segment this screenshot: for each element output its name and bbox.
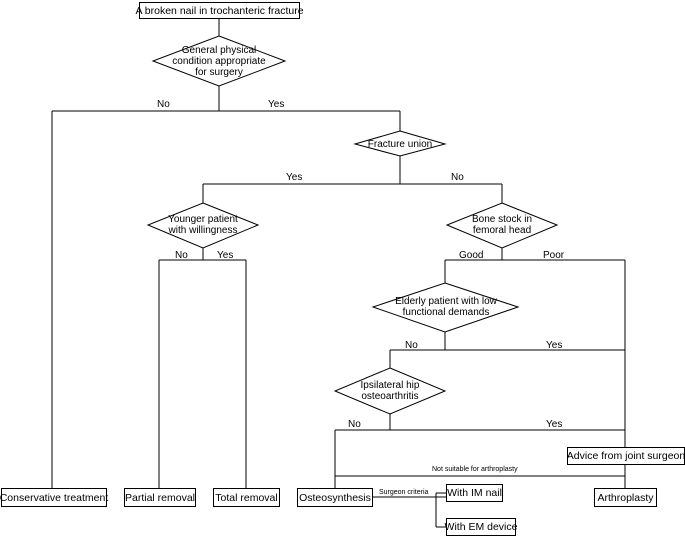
- label-good-bone: Good: [459, 250, 484, 261]
- label-poor-bone: Poor: [543, 250, 565, 261]
- osteosynthesis-node: Osteosynthesis: [297, 488, 373, 507]
- label-no-oa: No: [348, 419, 361, 430]
- label-no-union: No: [451, 172, 464, 183]
- advice-joint-surgeon-node: Advice from joint surgeon: [567, 447, 685, 465]
- label-yes-younger: Yes: [217, 250, 234, 261]
- decision-younger-patient-shape: [146, 202, 260, 249]
- younger-patient-text: Younger patient with willingness: [168, 214, 238, 236]
- label-surgeon-criteria: Surgeon criteria: [379, 489, 429, 496]
- total-removal-node: Total removal: [213, 488, 280, 507]
- label-yes-union: Yes: [286, 172, 303, 183]
- decision-elderly-patient-shape: [371, 282, 520, 333]
- decision-bone-stock-shape: [445, 202, 559, 249]
- decision-ipsilateral-oa-shape: [333, 367, 447, 415]
- label-not-suitable: Not suitable for arthroplasty: [432, 466, 518, 473]
- label-yes-elderly: Yes: [546, 340, 563, 351]
- label-yes-oa: Yes: [546, 419, 563, 430]
- start-node: A broken nail in trochanteric fracture: [135, 2, 304, 19]
- label-no-physical: No: [157, 99, 170, 110]
- label-yes-physical: Yes: [268, 99, 285, 110]
- arthroplasty-node: Arthroplasty: [594, 488, 657, 507]
- physical-condition-text: General physical condition appropriate f…: [172, 44, 266, 78]
- ipsilateral-oa-text: Ipsilateral hip osteoarthritis: [360, 380, 420, 402]
- em-device-node: With EM device: [445, 518, 517, 536]
- partial-removal-node: Partial removal: [124, 488, 196, 507]
- decision-physical-condition-shape: [151, 35, 287, 87]
- label-no-younger: No: [175, 250, 188, 261]
- im-nail-node: With IM nail: [446, 484, 503, 502]
- decision-fracture-union-shape: [353, 130, 447, 157]
- bone-stock-text: Bone stock in femoral head: [471, 214, 533, 236]
- fracture-union-text: Fracture union: [367, 138, 433, 150]
- conservative-treatment-node: Conservative treatment: [0, 488, 108, 507]
- elderly-patient-text: Elderly patient with low functional dema…: [395, 296, 497, 318]
- label-no-elderly: No: [405, 340, 418, 351]
